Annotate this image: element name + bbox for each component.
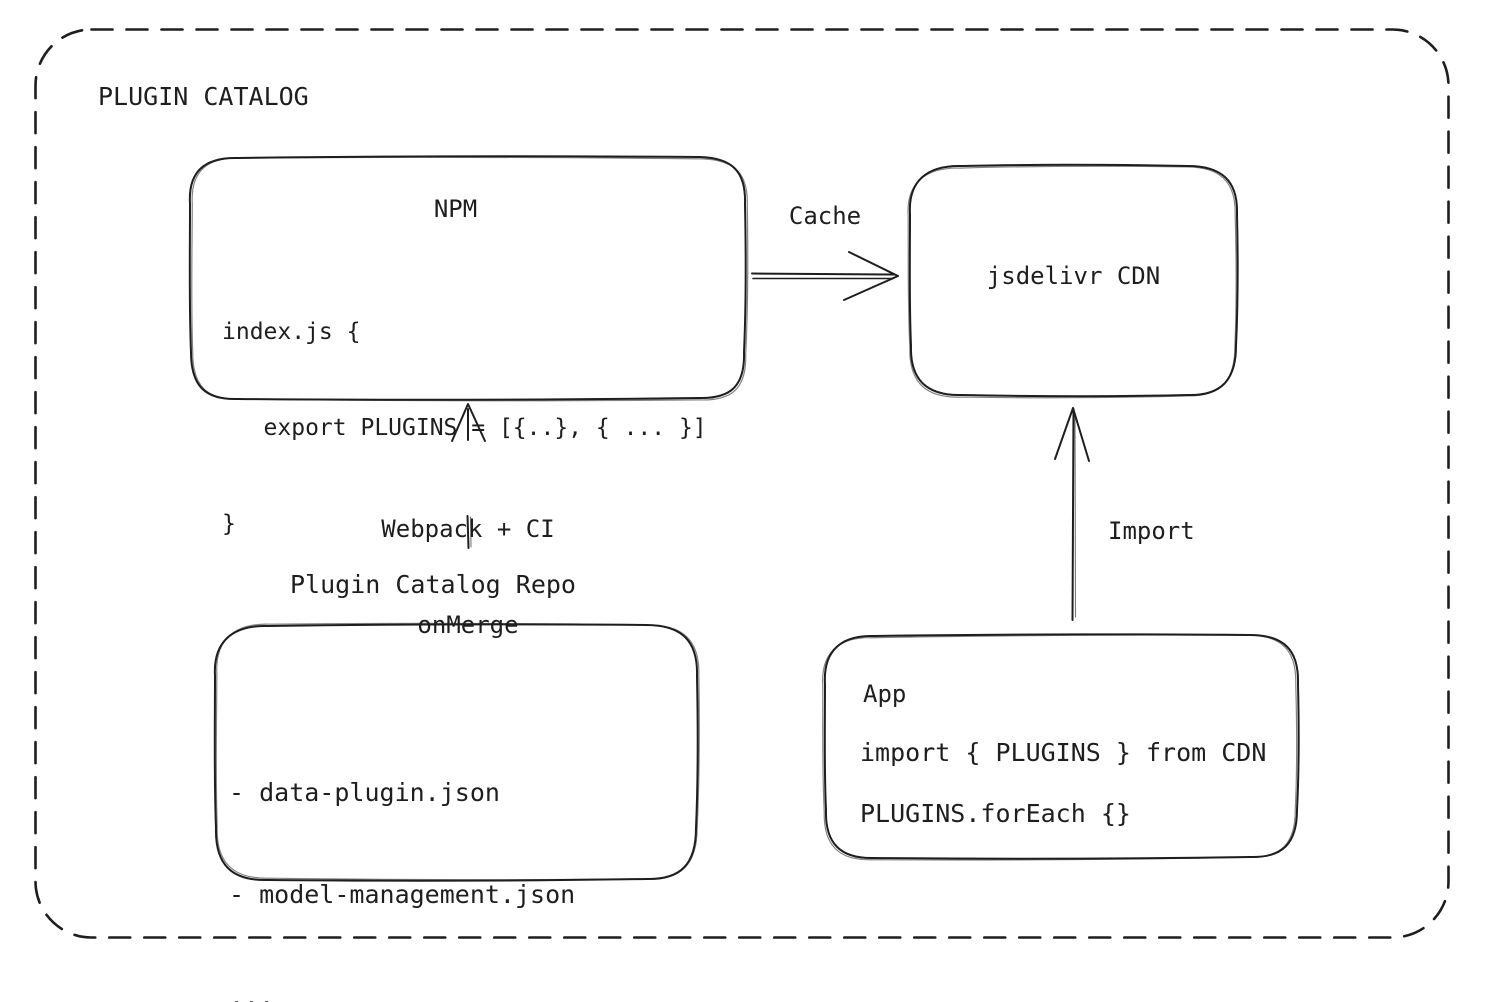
diagram-title: PLUGIN CATALOG [98, 82, 309, 111]
app-code-line: import { PLUGINS } from CDN [860, 738, 1267, 767]
webpack-arrow-label: Webpack + CI onMerge [348, 449, 588, 705]
npm-code-line: } [222, 511, 236, 537]
cdn-box [907, 163, 1239, 399]
cdn-box-label: jsdelivr CDN [986, 262, 1161, 290]
cache-arrow-label: Cache [788, 202, 862, 230]
repo-file-item: ... [229, 982, 275, 1002]
npm-code-line: index.js { [222, 319, 361, 345]
webpack-arrow-label-line1: Webpack + CI [381, 515, 555, 543]
app-code-line: PLUGINS.forEach {} [860, 799, 1131, 828]
npm-code-line: export PLUGINS = [{..}, { ... }] [222, 415, 707, 441]
repo-file-list: - data-plugin.json - model-management.js… [229, 708, 575, 1002]
app-box-title: App [863, 680, 907, 708]
plugin-catalog-frame [34, 28, 1450, 939]
repo-file-item: - data-plugin.json [229, 778, 500, 807]
repo-file-item: - model-management.json [229, 880, 576, 909]
repo-box [213, 622, 700, 882]
npm-box-title: NPM [433, 195, 478, 223]
npm-code-block: index.js { export PLUGINS = [{..}, { ...… [222, 252, 707, 604]
repo-box-heading: Plugin Catalog Repo [290, 570, 576, 599]
import-arrow-label: Import [1108, 517, 1195, 545]
webpack-arrow-label-line2: onMerge [417, 611, 519, 639]
app-box [822, 633, 1300, 861]
import-arrow [1054, 407, 1090, 621]
webpack-arrow [451, 403, 486, 549]
npm-box [188, 155, 749, 402]
cache-arrow [751, 251, 899, 301]
